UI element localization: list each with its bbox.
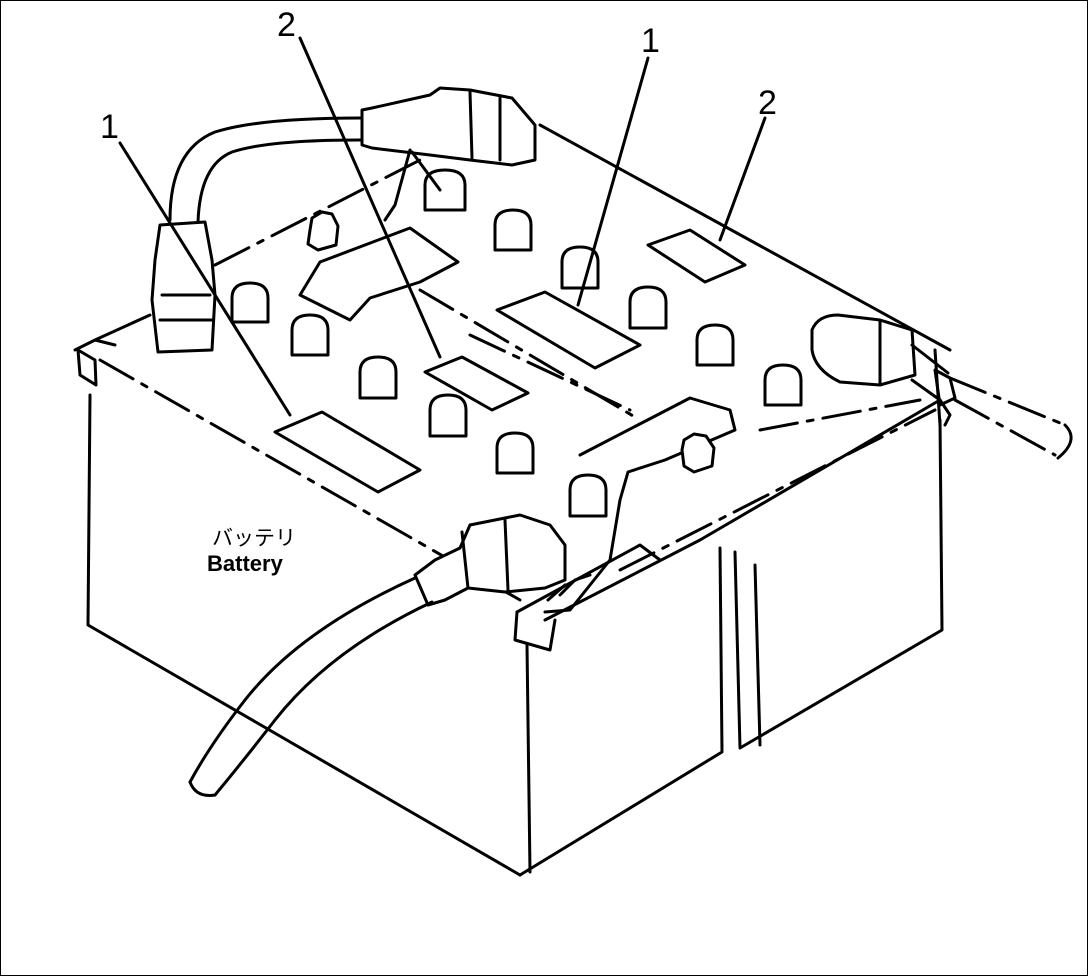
terminal-clamp — [810, 313, 917, 387]
cell-cap — [568, 473, 608, 518]
cell-cap — [495, 431, 535, 475]
leader-2-left — [298, 36, 442, 359]
connector-cable — [150, 86, 537, 354]
stickers — [273, 228, 747, 494]
cell-cap — [763, 363, 803, 407]
callout-2-right: 2 — [758, 84, 777, 122]
leader-1-left — [118, 141, 292, 417]
battery-label-en: Battery — [207, 551, 284, 576]
cell-cap — [423, 168, 467, 212]
cell-cap — [628, 285, 668, 330]
cell-cap — [493, 208, 533, 252]
cell-cap — [428, 393, 468, 438]
cell-caps — [230, 168, 803, 518]
rear-right-cable — [810, 313, 1073, 460]
sticker-2-front — [423, 355, 530, 412]
top-edge-lines — [213, 158, 922, 432]
clamp-nut — [680, 432, 716, 474]
callout-2-left: 2 — [277, 6, 296, 44]
battery-label-jp: バッテリ — [212, 526, 296, 550]
callout-1-left: 1 — [100, 108, 119, 146]
sticker-2-rear — [646, 228, 747, 284]
sticker-1-rear — [495, 290, 642, 370]
terminal-clamp — [150, 220, 217, 354]
cell-cap — [358, 355, 398, 400]
callout-1-right: 1 — [641, 22, 660, 60]
hold-down-clamps — [298, 210, 737, 614]
sticker-1-front — [273, 410, 422, 494]
cell-cap — [560, 245, 600, 290]
cell-cap — [290, 313, 330, 357]
terminal-clamp — [413, 513, 567, 607]
leader-lines — [118, 36, 767, 417]
terminal-clamp — [360, 86, 537, 167]
front-cable — [188, 513, 567, 797]
cell-cap — [695, 323, 735, 367]
leader-1-right — [576, 56, 650, 307]
clamp-nut — [306, 210, 340, 252]
leader-2-right — [718, 116, 767, 242]
cell-cap — [230, 281, 270, 324]
